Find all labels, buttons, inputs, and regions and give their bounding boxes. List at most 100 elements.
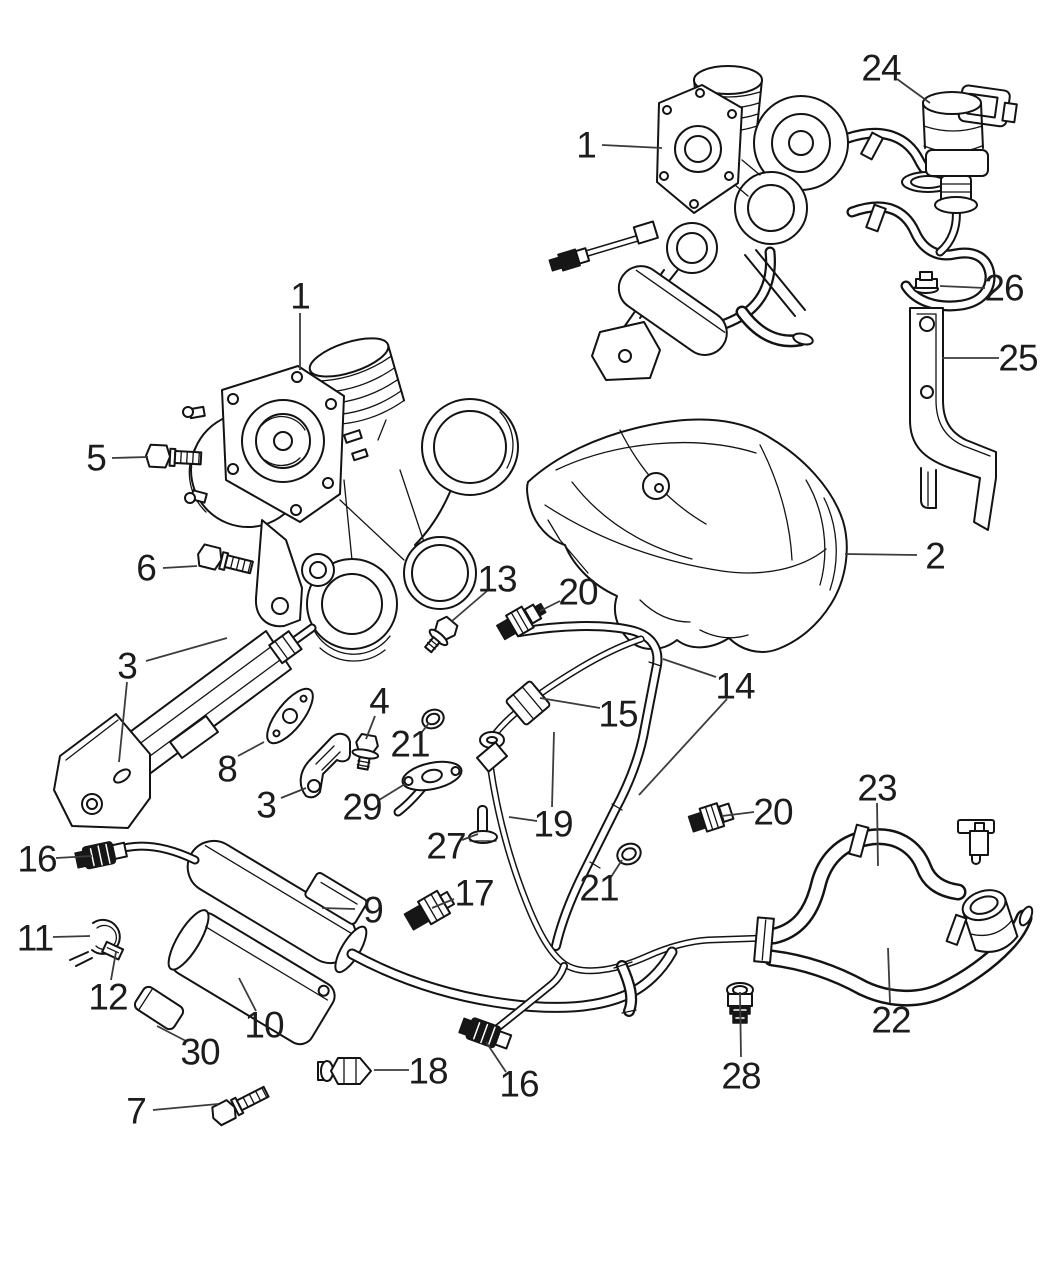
leader-line-16-bottom bbox=[485, 1041, 507, 1073]
callout-29: 29 bbox=[342, 786, 382, 828]
coolant-tube-14 bbox=[520, 626, 661, 946]
leader-line-5 bbox=[111, 456, 149, 459]
callout-20-upper: 20 bbox=[558, 571, 598, 613]
tube-nut-15 bbox=[505, 680, 551, 726]
callout-21-upper: 21 bbox=[390, 723, 430, 765]
gasket-8 bbox=[266, 687, 314, 745]
bracket-3 bbox=[299, 732, 351, 799]
callout-22: 22 bbox=[871, 999, 911, 1041]
bolt-4 bbox=[351, 733, 380, 771]
bolt-7 bbox=[211, 1085, 270, 1127]
callout-1-installed: 1 bbox=[576, 124, 597, 166]
leader-line-24 bbox=[896, 78, 931, 104]
leader-line-23 bbox=[876, 802, 879, 867]
hose-clamp-11 bbox=[69, 918, 125, 967]
callout-20-lower: 20 bbox=[753, 791, 793, 833]
fitting-16-bottom bbox=[458, 1017, 513, 1050]
callout-14: 14 bbox=[715, 665, 755, 707]
banjo-fitting bbox=[476, 731, 508, 773]
leader-line-20-upper bbox=[539, 600, 561, 612]
callout-10: 10 bbox=[244, 1004, 284, 1046]
callout-4: 4 bbox=[369, 680, 390, 722]
egr-valve bbox=[922, 84, 1018, 252]
mounting-bracket bbox=[909, 307, 997, 531]
callout-18: 18 bbox=[408, 1050, 448, 1092]
leader-line-14 bbox=[638, 698, 728, 796]
callout-5: 5 bbox=[86, 437, 107, 479]
callout-16-bottom: 16 bbox=[499, 1063, 539, 1105]
oil-line-fitting bbox=[548, 247, 591, 272]
callout-8: 8 bbox=[217, 748, 238, 790]
leader-line-21-upper bbox=[421, 722, 430, 733]
callout-26: 26 bbox=[984, 267, 1024, 309]
callout-24: 24 bbox=[861, 47, 901, 89]
canister-10 bbox=[167, 909, 336, 1046]
turbo-coolant-hoses bbox=[753, 819, 1034, 998]
leader-line-8 bbox=[237, 741, 265, 757]
leader-line-21-lower bbox=[610, 859, 623, 878]
leader-line-19 bbox=[508, 816, 538, 822]
leader-line-13 bbox=[451, 590, 488, 622]
leader-line-3-cooler bbox=[145, 637, 228, 662]
callout-17: 17 bbox=[454, 872, 494, 914]
leader-line-11 bbox=[52, 935, 91, 938]
leader-line-2 bbox=[844, 553, 918, 556]
callout-9: 9 bbox=[363, 889, 384, 931]
flange-nut bbox=[913, 271, 939, 294]
leader-line-16-left bbox=[55, 855, 93, 859]
callout-13: 13 bbox=[477, 558, 517, 600]
callout-3-bracket: 3 bbox=[256, 784, 277, 826]
leader-line-1-installed bbox=[601, 144, 663, 149]
leader-line-26 bbox=[939, 285, 986, 289]
leader-line-15 bbox=[539, 697, 601, 709]
callout-23: 23 bbox=[857, 767, 897, 809]
leader-line-22 bbox=[887, 947, 891, 1004]
turbocharger-assembly-installed bbox=[548, 65, 990, 381]
leader-line-28 bbox=[739, 991, 742, 1058]
callout-7: 7 bbox=[126, 1090, 147, 1132]
callout-12: 12 bbox=[88, 976, 128, 1018]
callout-25: 25 bbox=[998, 337, 1038, 379]
muffler-assembly-9 bbox=[97, 839, 672, 1046]
leader-line-27 bbox=[461, 833, 479, 841]
leader-line-7 bbox=[152, 1103, 219, 1111]
leader-line-12 bbox=[110, 951, 117, 981]
o-ring-21-lower bbox=[616, 842, 642, 866]
callout-2: 2 bbox=[925, 535, 946, 577]
callout-1-turbo: 1 bbox=[290, 275, 311, 317]
leader-line-29 bbox=[378, 783, 406, 801]
heat-shield bbox=[525, 418, 848, 653]
hose-clamp bbox=[860, 131, 887, 233]
callout-28: 28 bbox=[721, 1055, 761, 1097]
fitting-18 bbox=[317, 1057, 372, 1085]
bolt-5 bbox=[145, 443, 203, 469]
leader-line-3-bracket bbox=[280, 787, 307, 799]
leader-line-10 bbox=[238, 977, 257, 1012]
callout-11: 11 bbox=[16, 917, 54, 959]
fitting-20-lower bbox=[687, 802, 735, 833]
bolt-13 bbox=[424, 615, 459, 654]
elbow-stub bbox=[613, 962, 636, 1013]
leader-line-4 bbox=[365, 715, 376, 740]
fitting-16-left bbox=[74, 841, 128, 870]
leader-line-3-cooler bbox=[118, 681, 128, 763]
leader-line-17 bbox=[431, 898, 455, 909]
callout-15: 15 bbox=[598, 693, 638, 735]
dowel-pin-30 bbox=[133, 985, 185, 1031]
callout-3-cooler: 3 bbox=[117, 645, 138, 687]
callout-16-left: 16 bbox=[17, 838, 57, 880]
leader-line-6 bbox=[162, 565, 198, 569]
callout-21-lower: 21 bbox=[579, 867, 619, 909]
leader-line-20-lower bbox=[721, 811, 755, 817]
leader-line-30 bbox=[156, 1025, 187, 1042]
egr-cooler-tube bbox=[53, 628, 312, 829]
leader-line-9 bbox=[321, 907, 356, 910]
turbocharger bbox=[182, 337, 519, 662]
callout-19: 19 bbox=[533, 803, 573, 845]
callout-6: 6 bbox=[136, 547, 157, 589]
leader-line-19 bbox=[551, 731, 555, 808]
callout-27: 27 bbox=[426, 825, 466, 867]
fitting-20-upper bbox=[496, 602, 547, 641]
